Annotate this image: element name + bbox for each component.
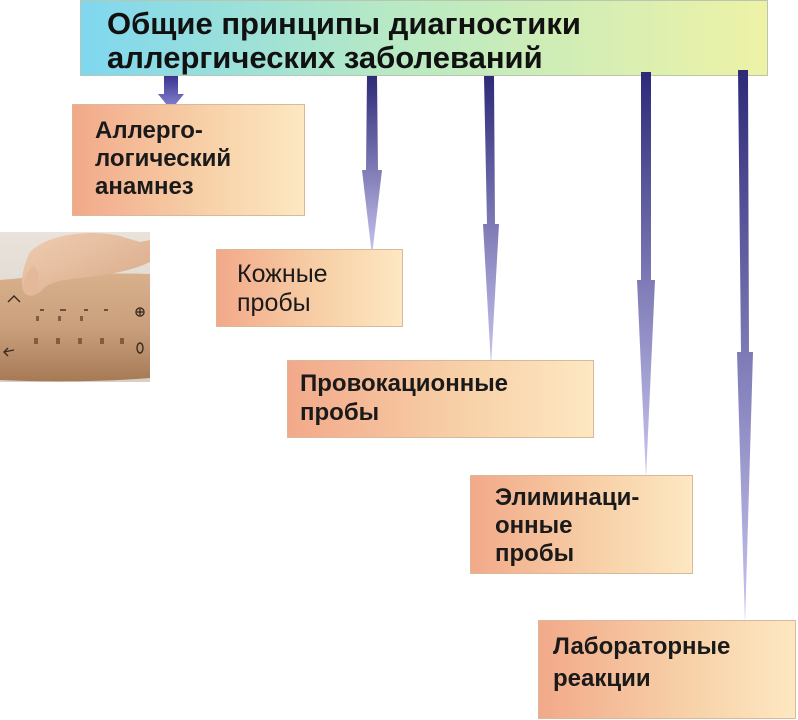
anamnesis-line-3: анамнез — [95, 173, 194, 200]
arrow-to-laboratory-reactions — [737, 70, 753, 624]
elimination-tests-line-2: онные — [495, 512, 573, 539]
node-laboratory-reactions: Лабораторные реакции — [538, 620, 796, 719]
node-elimination-tests: Элиминаци- онные пробы — [470, 475, 693, 574]
elimination-tests-line-1: Элиминаци- — [495, 484, 640, 511]
arrow-to-provocation-tests — [483, 76, 499, 366]
skin-tests-line-1: Кожные — [237, 260, 328, 288]
anamnesis-line-2: логический — [95, 145, 232, 172]
arrow-to-anamnesis — [158, 76, 184, 110]
node-skin-tests: Кожные пробы — [216, 249, 403, 327]
laboratory-reactions-line-1: Лабораторные — [553, 633, 731, 660]
skin-prick-test-photo — [0, 232, 150, 382]
arrow-to-skin-tests — [362, 76, 382, 256]
anamnesis-line-1: Аллерго- — [95, 117, 203, 144]
skin-tests-line-2: пробы — [237, 289, 311, 317]
laboratory-reactions-line-2: реакции — [553, 665, 651, 692]
diagram-title: Общие принципы диагностики аллергических… — [107, 7, 581, 75]
diagram-title-box: Общие принципы диагностики аллергических… — [80, 0, 768, 76]
arrow-to-elimination-tests — [637, 72, 655, 478]
node-provocation-tests: Провокационные пробы — [287, 360, 594, 438]
title-line-2: аллергических заболеваний — [107, 40, 543, 75]
provocation-tests-line-1: Провокационные — [300, 370, 509, 397]
provocation-tests-line-2: пробы — [300, 399, 380, 426]
title-line-1: Общие принципы диагностики — [107, 6, 581, 41]
elimination-tests-line-3: пробы — [495, 540, 575, 567]
node-anamnesis: Аллерго- логический анамнез — [72, 104, 305, 216]
